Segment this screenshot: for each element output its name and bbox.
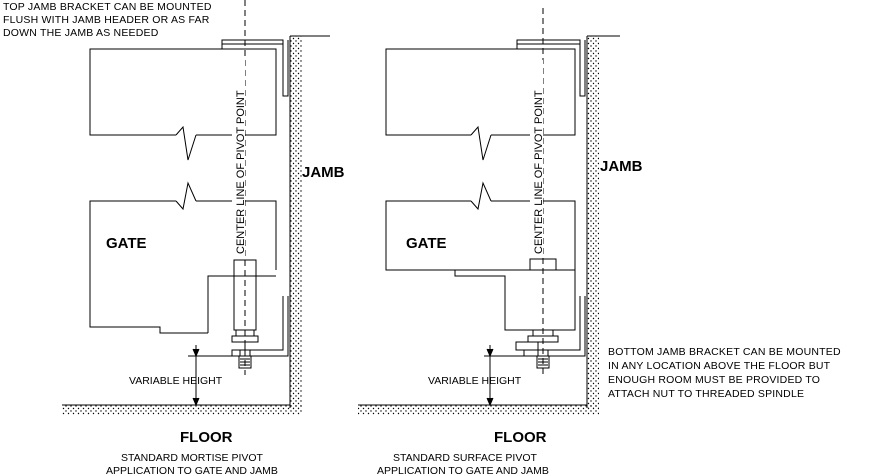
left-gate-upper <box>89 48 277 161</box>
left-mortise-pivot <box>207 259 276 369</box>
right-jamb-label: JAMB <box>600 158 643 175</box>
left-gate-lower <box>89 181 277 334</box>
bottom-bracket-note-line-4: ATTACH NUT TO THREADED SPINDLE <box>608 388 804 400</box>
left-top-bracket <box>221 39 289 97</box>
right-surface-pivot <box>454 258 576 369</box>
right-floor-label: FLOOR <box>494 429 547 446</box>
left-bottom-bracket <box>231 296 289 357</box>
left-variable-height-dim <box>188 345 232 407</box>
left-figure <box>62 0 330 415</box>
left-jamb-wall <box>290 36 302 408</box>
left-gate-label: GATE <box>106 235 147 252</box>
left-jamb-label: JAMB <box>302 164 345 181</box>
right-gate-lower <box>385 181 576 271</box>
right-variable-height-dim <box>484 345 524 407</box>
left-centerline-label-fg: CENTER LINE OF PIVOT POINT <box>235 90 247 254</box>
top-bracket-note-line-3: DOWN THE JAMB AS NEEDED <box>3 27 159 39</box>
right-top-bracket <box>516 39 586 97</box>
right-gate-label: GATE <box>406 235 447 252</box>
bottom-bracket-note-line-2: IN ANY LOCATION ABOVE THE FLOOR BUT <box>608 360 831 372</box>
top-bracket-note-line-2: FLUSH WITH JAMB HEADER OR AS FAR <box>3 14 210 26</box>
left-floor-label: FLOOR <box>180 429 233 446</box>
bottom-bracket-note-line-1: BOTTOM JAMB BRACKET CAN BE MOUNTED <box>608 346 841 358</box>
left-caption-line-1: STANDARD MORTISE PIVOT <box>121 452 264 464</box>
top-bracket-note-line-1: TOP JAMB BRACKET CAN BE MOUNTED <box>3 1 212 13</box>
right-caption-line-1: STANDARD SURFACE PIVOT <box>393 452 537 464</box>
right-variable-height-label: VARIABLE HEIGHT <box>428 375 522 387</box>
left-floor <box>62 405 302 415</box>
right-caption-line-2: APPLICATION TO GATE AND JAMB <box>377 465 549 475</box>
bottom-bracket-note-line-3: ENOUGH ROOM MUST BE PROVIDED TO <box>608 374 820 386</box>
right-floor <box>358 405 599 415</box>
right-bottom-bracket <box>523 296 586 357</box>
right-jamb-wall <box>587 36 599 408</box>
right-gate-upper <box>385 48 576 161</box>
left-caption-line-2: APPLICATION TO GATE AND JAMB <box>106 465 278 475</box>
right-centerline-label: CENTER LINE OF PIVOT POINT <box>533 90 545 254</box>
right-figure <box>358 8 620 415</box>
left-variable-height-label: VARIABLE HEIGHT <box>129 375 223 387</box>
